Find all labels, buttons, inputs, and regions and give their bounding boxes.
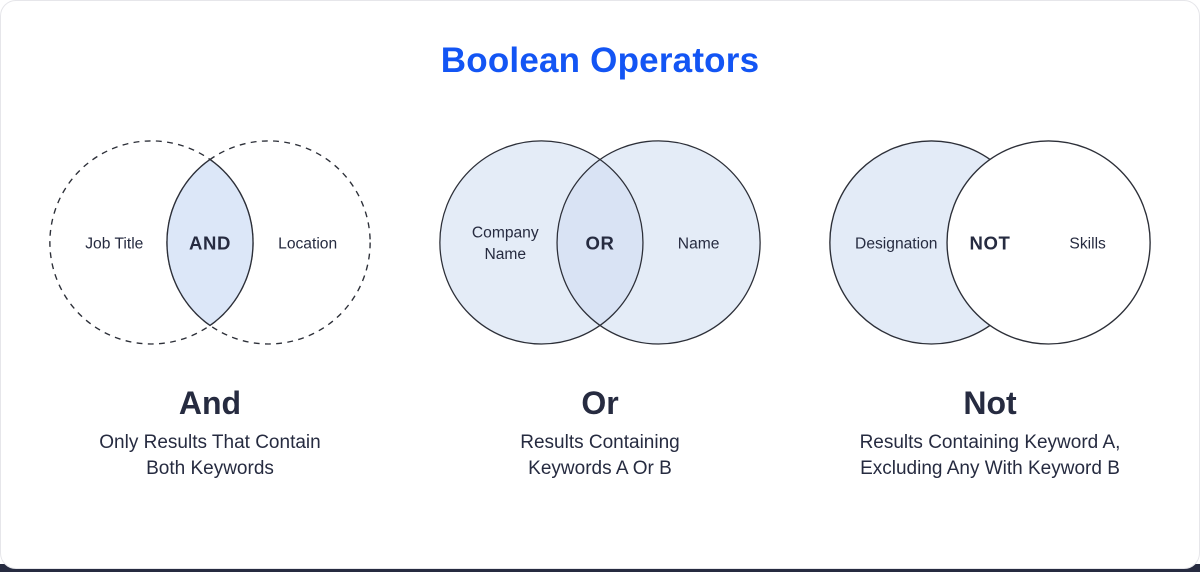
venn-left-circle-outline [439, 140, 644, 345]
venn-operator-label: NOT [970, 232, 1011, 253]
operator-description: Results Containing Keyword A, Excluding … [860, 430, 1121, 482]
venn-right-label: Location [278, 235, 337, 252]
operator-heading: Not [963, 384, 1017, 421]
description-line: Both Keywords [146, 458, 274, 480]
venn-right-circle [946, 140, 1151, 345]
venn-diagram-or: Company Name OR Name [439, 140, 761, 345]
venn-intersection-lens [556, 159, 644, 326]
diagram-section-not: Designation NOT Skills Not Results Conta… [795, 137, 1185, 482]
page-title: Boolean Operators [440, 41, 760, 80]
diagram-section-or: Company Name OR Name Or Results Containi… [405, 137, 795, 482]
description-line: Only Results That Contain [99, 432, 321, 454]
venn-operator-label: AND [189, 232, 231, 253]
venn-diagram-and: Job Title AND Location [49, 140, 371, 345]
operator-heading: Or [581, 384, 619, 421]
venn-operator-label: OR [586, 232, 615, 253]
venn-right-label: Name [678, 235, 720, 252]
venn-left-label-line1: Company [472, 225, 539, 242]
venn-diagram-not: Designation NOT Skills [829, 140, 1151, 345]
diagram-columns: Job Title AND Location And Only Results … [1, 137, 1199, 482]
venn-left-label: Designation [855, 235, 937, 252]
venn-left-label: Job Title [85, 235, 143, 252]
venn-left-label-line2: Name [484, 246, 526, 263]
operator-description: Results Containing Keywords A Or B [520, 430, 679, 482]
description-line: Results Containing Keyword A, [859, 432, 1121, 454]
venn-right-label: Skills [1069, 235, 1106, 252]
description-line: Results Containing [520, 432, 680, 454]
description-line: Excluding Any With Keyword B [860, 458, 1120, 480]
description-line: Keywords A Or B [528, 458, 672, 480]
venn-intersection-lens [166, 158, 254, 327]
diagram-section-and: Job Title AND Location And Only Results … [15, 137, 405, 482]
operator-description: Only Results That Contain Both Keywords [99, 430, 320, 482]
operator-heading: And [178, 384, 242, 421]
venn-right-circle-outline [556, 140, 761, 345]
